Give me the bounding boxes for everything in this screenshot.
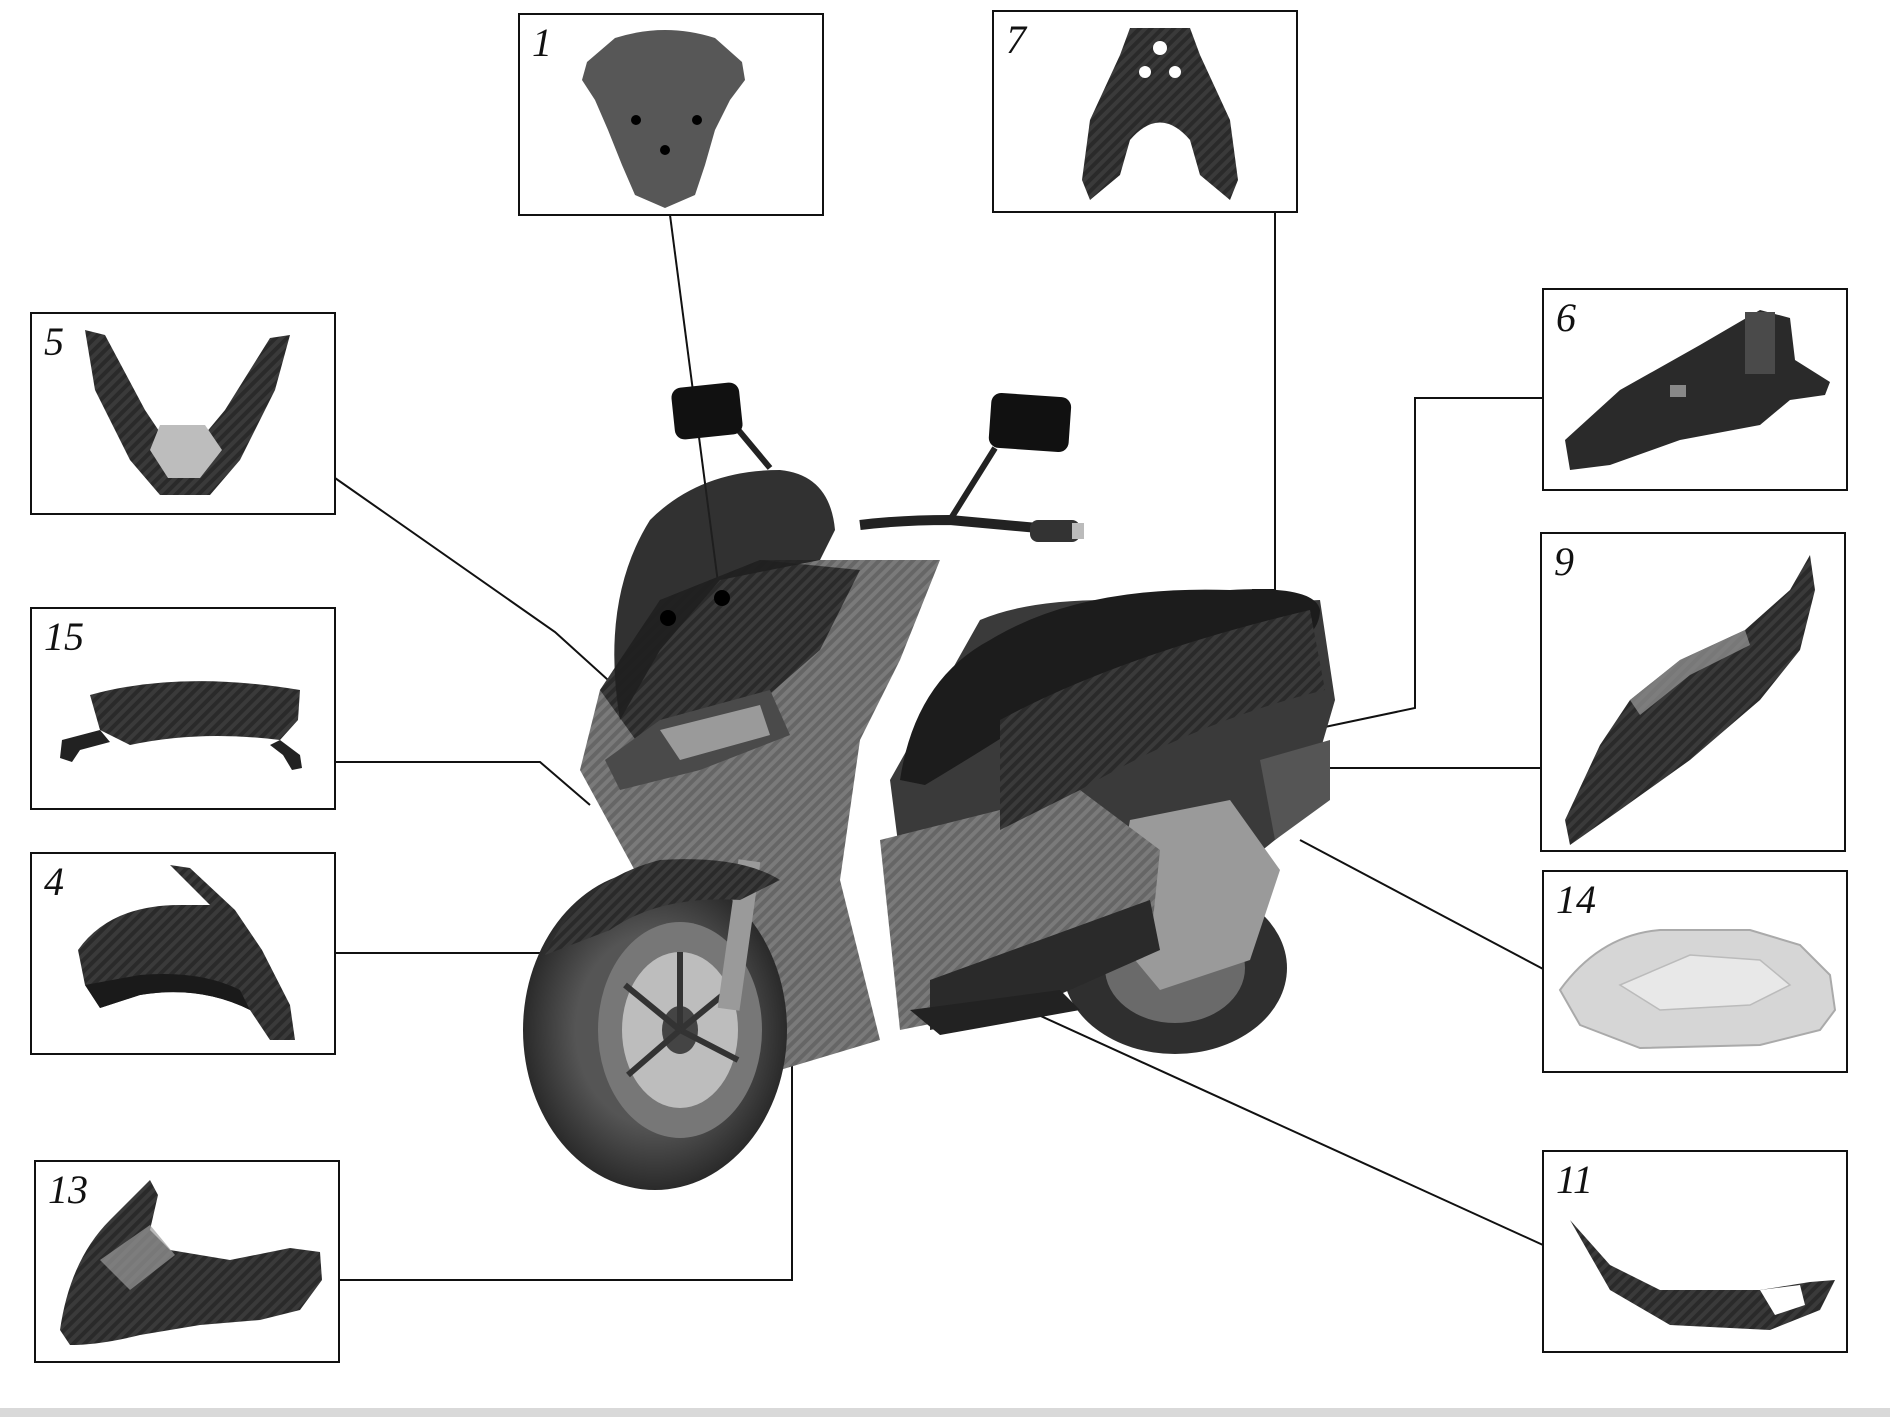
part-box-11[interactable]: 11: [1542, 1150, 1848, 1353]
part-box-5[interactable]: 5: [30, 312, 336, 515]
part-box-9[interactable]: 9: [1540, 532, 1846, 852]
part-box-4[interactable]: 4: [30, 852, 336, 1055]
part-number-1: 1: [532, 20, 552, 65]
leader-line-15: [335, 761, 591, 806]
leader-line-6: [1319, 397, 1543, 729]
scooter-icon: [523, 382, 1335, 1190]
part-box-13[interactable]: 13: [34, 1160, 340, 1363]
bottom-bar: [0, 1408, 1890, 1417]
part-number-9: 9: [1554, 539, 1574, 584]
part-number-5: 5: [44, 319, 64, 364]
part-number-7: 7: [1006, 17, 1026, 62]
part-box-7[interactable]: 7: [992, 10, 1298, 213]
leader-line-5: [334, 477, 651, 719]
part-box-15[interactable]: 15: [30, 607, 336, 810]
part-number-11: 11: [1556, 1157, 1594, 1202]
part-number-15: 15: [44, 614, 84, 659]
part-number-13: 13: [48, 1167, 88, 1212]
part-box-6[interactable]: 6: [1542, 288, 1848, 491]
leader-line-14: [1299, 839, 1546, 971]
part-number-4: 4: [44, 859, 64, 904]
leader-line-7: [1252, 212, 1276, 591]
leader-line-11: [1009, 1001, 1544, 1246]
part-number-6: 6: [1556, 295, 1576, 340]
part-number-14: 14: [1556, 877, 1596, 922]
part-box-14[interactable]: 14: [1542, 870, 1848, 1073]
part-box-1[interactable]: 1: [518, 13, 824, 216]
